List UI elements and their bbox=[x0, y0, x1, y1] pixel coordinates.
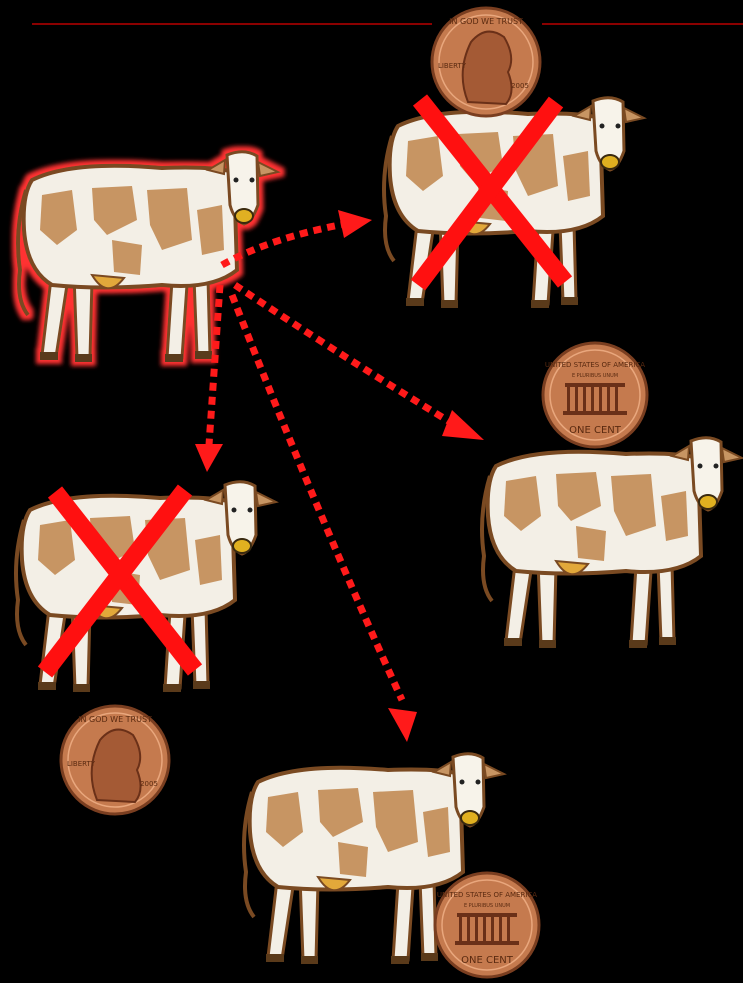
arrow-to-left bbox=[209, 285, 220, 445]
penny-reverse-icon bbox=[543, 343, 647, 447]
arrowhead-top-right bbox=[338, 210, 372, 238]
arrowhead-bottom bbox=[388, 708, 417, 742]
arrow-to-top-right bbox=[222, 224, 345, 265]
arrowhead-left bbox=[195, 444, 223, 472]
target-cow-mid-right bbox=[482, 438, 742, 648]
arrowhead-mid-right bbox=[442, 410, 484, 440]
penny-obverse-icon bbox=[61, 706, 169, 814]
penny-obverse-icon bbox=[432, 8, 540, 116]
penny-reverse-icon bbox=[435, 873, 539, 977]
